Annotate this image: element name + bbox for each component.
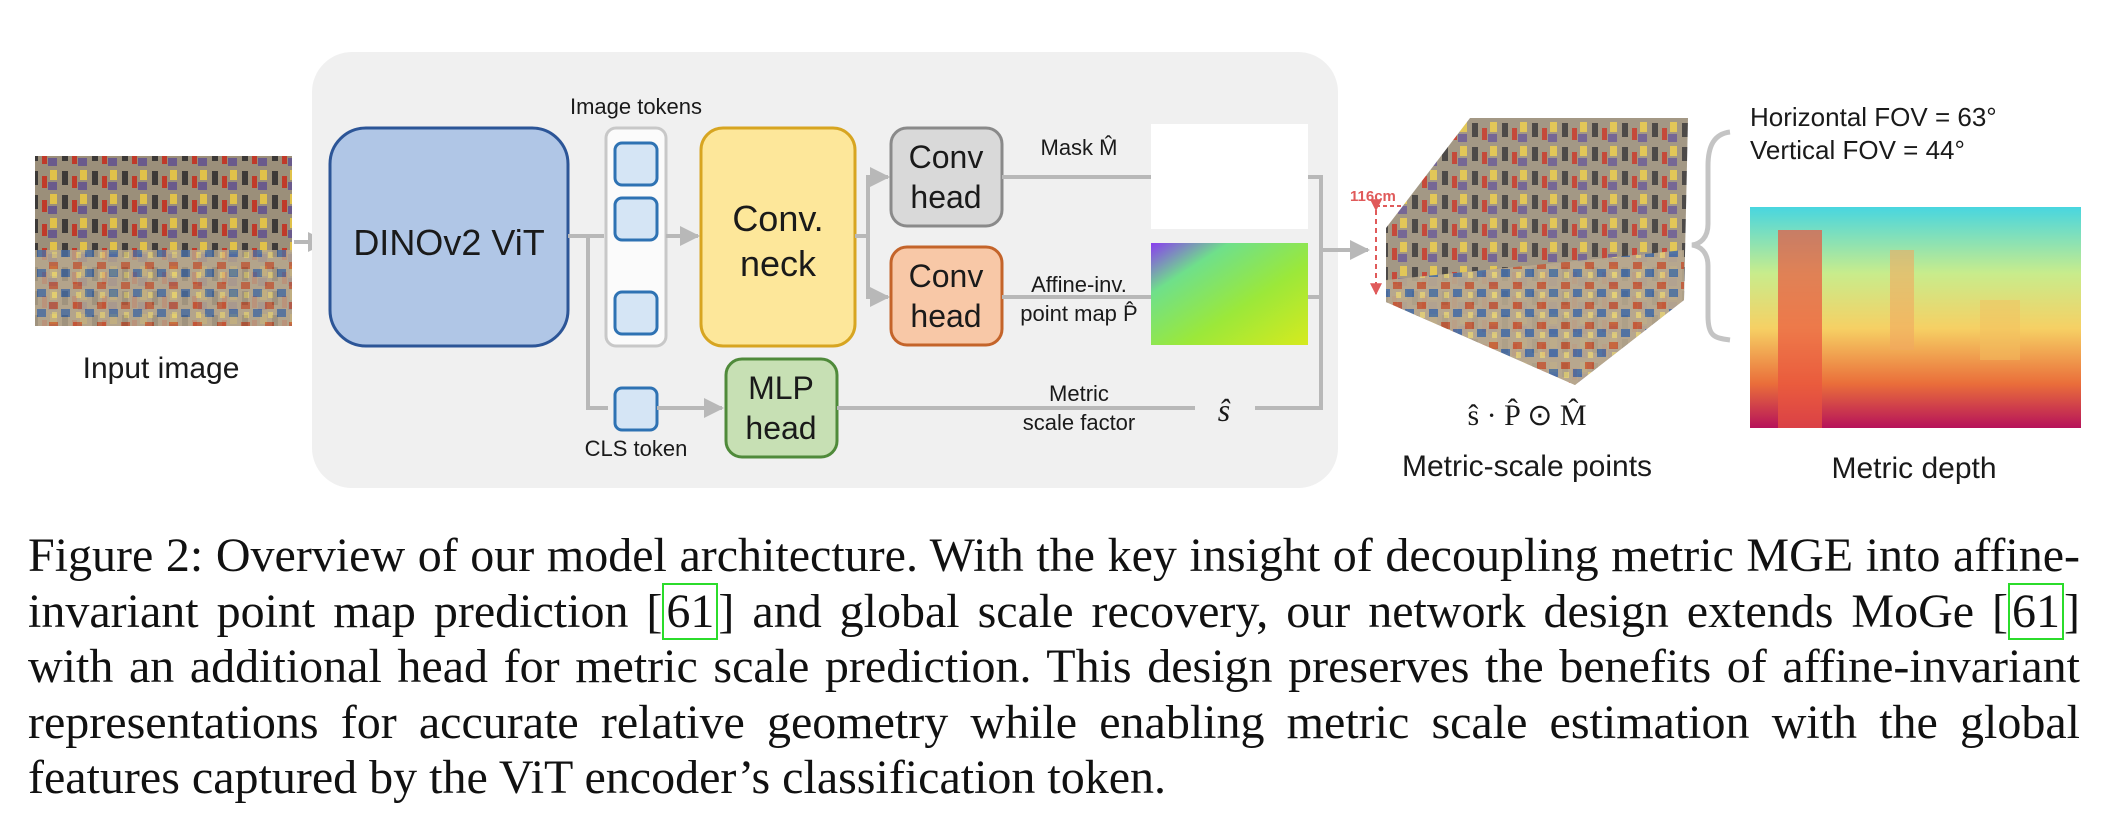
point-map xyxy=(1151,243,1308,345)
mask-head-label-line2: head xyxy=(910,179,981,215)
cls-token xyxy=(613,386,659,432)
cls-token-label: CLS token xyxy=(585,436,688,461)
image-tokens-label: Image tokens xyxy=(570,94,702,119)
neck-to-mask-head xyxy=(855,167,890,238)
encoder-to-cls xyxy=(586,236,608,410)
mask-output-label: Mask M̂ xyxy=(1041,135,1118,160)
conv-neck-label-line1: Conv. xyxy=(732,198,823,239)
mask-head-label-line1: Conv xyxy=(909,139,984,175)
fov-brace xyxy=(1691,129,1731,343)
input-image xyxy=(35,156,292,326)
point-output-label-line2: point map P̂ xyxy=(1020,301,1137,326)
metric-scale-points xyxy=(1386,118,1688,385)
combine-formula: ŝ · P̂ ⊙ M̂ xyxy=(1467,398,1586,432)
vertical-fov: Vertical FOV = 44° xyxy=(1750,135,1965,165)
horizontal-fov: Horizontal FOV = 63° xyxy=(1750,102,1997,132)
image-token xyxy=(613,196,659,242)
caption-text-part1: Figure 2: Overview of our model architec… xyxy=(28,529,2080,638)
point-head-label-line1: Conv xyxy=(909,258,984,294)
mlp-head-label-line1: MLP xyxy=(748,370,814,406)
caption-text-part3: ] with an additional head for metric sca… xyxy=(28,584,2081,805)
input-image-label: Input image xyxy=(83,352,240,385)
image-token xyxy=(613,290,659,336)
neck-to-point-head xyxy=(866,236,890,307)
figure-caption: Figure 2: Overview of our model architec… xyxy=(28,528,2080,806)
point-head-label-line2: head xyxy=(910,298,981,334)
scale-output-label-line2: scale factor xyxy=(1023,410,1136,435)
points-label: Metric-scale points xyxy=(1402,450,1652,483)
mlp-head-label-line2: head xyxy=(745,410,816,446)
mask-merge-line xyxy=(1255,175,1323,410)
point-output-label-line1: Affine-inv. xyxy=(1031,272,1127,297)
scale-output-label-line1: Metric xyxy=(1049,381,1109,406)
scale-symbol: ŝ xyxy=(1218,392,1231,428)
citation-link[interactable]: 61 xyxy=(2008,582,2065,640)
conv-neck-label-line2: neck xyxy=(740,243,817,284)
metric-depth-map xyxy=(1750,207,2081,428)
citation-link[interactable]: 61 xyxy=(662,582,719,640)
height-annotation: 116cm xyxy=(1350,188,1396,205)
encoder-label: DINOv2 ViT xyxy=(353,222,544,263)
depth-label: Metric depth xyxy=(1831,452,1996,485)
caption-text-part2: ] and global scale recovery, our network… xyxy=(718,584,2009,638)
image-token xyxy=(613,141,659,187)
mask-map xyxy=(1151,124,1308,229)
